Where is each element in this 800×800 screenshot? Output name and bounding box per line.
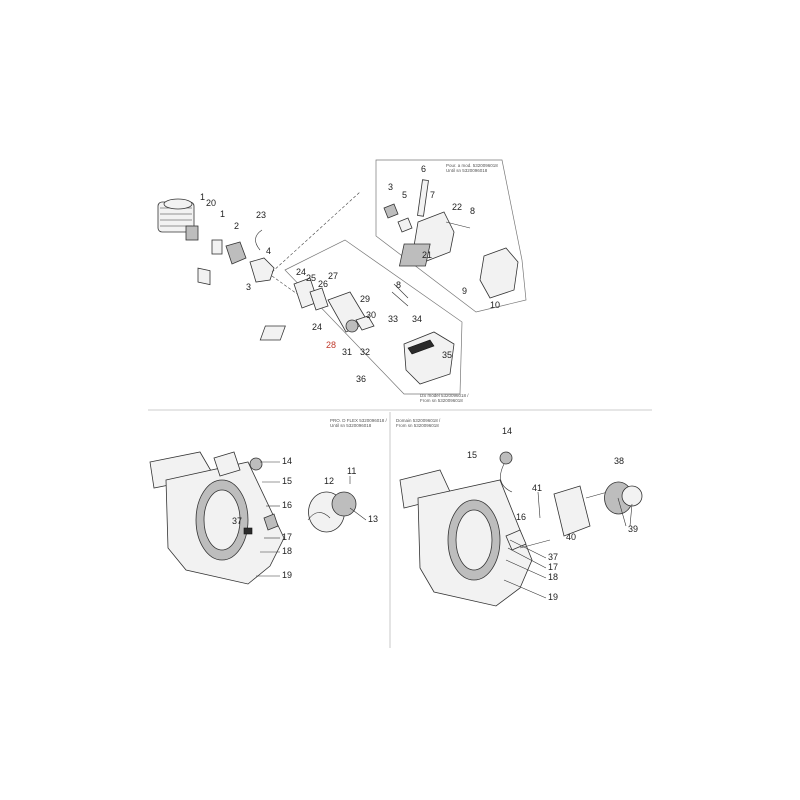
callout-23: 23 <box>256 210 266 220</box>
callout-22: 22 <box>452 202 462 212</box>
callout-34: 34 <box>412 314 422 324</box>
callout-24: 24 <box>296 267 306 277</box>
callout-8-mid: 8 <box>396 280 401 290</box>
callout-14-right: 14 <box>502 426 512 436</box>
callout-18-left: 18 <box>282 546 292 556</box>
fuel-hose-part <box>255 229 263 251</box>
callout-16-right: 16 <box>516 512 526 522</box>
note-right-2: From sn 5320096018 <box>396 423 439 428</box>
callout-16-left: 16 <box>282 500 292 510</box>
note-middle-1: DS model 5320096018 / <box>420 393 469 398</box>
callout-33: 33 <box>388 314 398 324</box>
ignition-lead-part <box>500 463 513 493</box>
callout-31: 31 <box>342 347 352 357</box>
callout-26: 26 <box>318 279 328 289</box>
spark-plug-cap-right-part <box>499 451 513 465</box>
callout-13: 13 <box>368 514 378 524</box>
note-middle-2: From sn 5320096018 <box>420 398 463 403</box>
callout-39: 39 <box>628 524 638 534</box>
callout-30: 30 <box>366 310 376 320</box>
callout-18-right: 18 <box>548 572 558 582</box>
callout-21: 21 <box>422 250 432 260</box>
filter-cap-part <box>479 247 519 299</box>
callout-37-right: 37 <box>548 552 558 562</box>
callout-28: 28 <box>326 340 336 350</box>
callout-38: 38 <box>614 456 624 466</box>
engine-assembly-group <box>157 159 527 395</box>
callout-2: 2 <box>234 221 239 231</box>
filter-mesh-part <box>398 243 431 267</box>
spark-plug-cap-part <box>249 457 263 471</box>
carburettor-part <box>249 257 275 283</box>
note-left-1: PRO. D FLEX 5320096018 / <box>330 418 388 423</box>
switch-right-part <box>505 529 527 551</box>
callout-15-left: 15 <box>282 476 292 486</box>
carb-housing-right-part <box>553 485 591 537</box>
callout-6: 6 <box>421 164 426 174</box>
alt-filter-box <box>284 239 463 395</box>
choke-part <box>355 315 375 331</box>
callout-19-right: 19 <box>548 592 558 602</box>
callout-20: 20 <box>206 198 216 208</box>
callout-40: 40 <box>566 532 576 542</box>
air-filter-box <box>375 159 527 313</box>
connector-part <box>383 203 399 219</box>
callout-1b: 1 <box>220 209 225 219</box>
callout-9: 9 <box>462 286 467 296</box>
blower-housing-left-group <box>149 451 357 585</box>
throttle-link-part <box>519 539 551 549</box>
starter-spring-part <box>307 512 331 521</box>
note-left-2: Until sn 5320096018 <box>330 423 372 428</box>
note-right-1: Domain 5320096018 / <box>396 418 441 423</box>
callout-14-left: 14 <box>282 456 292 466</box>
leader-lines <box>256 461 633 599</box>
note-top-right-1: Pour. a mod. 5320096018 <box>446 163 498 168</box>
switch-part <box>263 513 279 531</box>
callout-3-box: 3 <box>388 182 393 192</box>
spacer-part <box>211 239 223 255</box>
callout-3: 3 <box>246 282 251 292</box>
callout-24b: 24 <box>312 322 322 332</box>
callout-29: 29 <box>360 294 370 304</box>
callout-36: 36 <box>356 374 366 384</box>
choke-lever-part <box>417 179 429 217</box>
assembly-guide-line <box>271 191 361 273</box>
callout-12: 12 <box>324 476 334 486</box>
callout-15-right: 15 <box>467 450 477 460</box>
intake-manifold-part <box>225 241 247 265</box>
cylinder-part <box>157 198 199 241</box>
callout-layer: 1 20 1 23 2 4 3 24 25 27 26 24 29 30 28 … <box>200 164 638 602</box>
callout-5: 5 <box>402 190 407 200</box>
callout-8: 8 <box>470 206 475 216</box>
callout-1: 1 <box>200 192 205 202</box>
callout-25: 25 <box>306 273 316 283</box>
screw-part <box>445 221 471 229</box>
callout-7: 7 <box>430 190 435 200</box>
callout-27: 27 <box>328 271 338 281</box>
gasket-part <box>197 267 211 286</box>
ignition-bracket-part <box>213 451 241 477</box>
gasket-small-part <box>397 217 413 233</box>
callout-19-left: 19 <box>282 570 292 580</box>
callout-4: 4 <box>266 246 271 256</box>
callout-10: 10 <box>490 300 500 310</box>
callout-41: 41 <box>532 483 542 493</box>
callout-37-left: 37 <box>232 516 242 526</box>
callout-17-left: 17 <box>282 532 292 542</box>
note-top-right-2: Until sn 5320096018 <box>446 168 488 173</box>
blower-housing-right-group <box>399 451 643 607</box>
filter-element-part <box>259 325 286 341</box>
callout-32: 32 <box>360 347 370 357</box>
callout-11: 11 <box>347 466 356 476</box>
callout-17-right: 17 <box>548 562 558 572</box>
callout-35: 35 <box>442 350 452 360</box>
